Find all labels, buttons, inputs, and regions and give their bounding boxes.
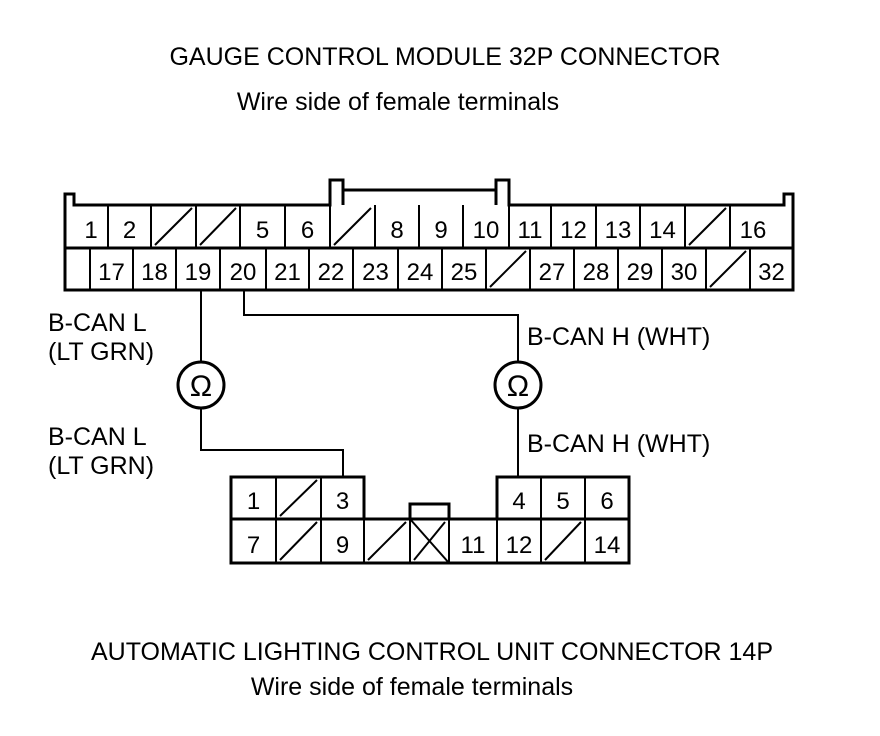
terminal-number: 27 xyxy=(539,259,566,286)
terminal-number: 2 xyxy=(123,217,136,244)
terminal-number: 23 xyxy=(362,259,389,286)
ohmmeter-right-circle xyxy=(493,360,543,410)
terminal-number: 17 xyxy=(98,259,125,286)
empty-cavity-slash xyxy=(489,250,527,288)
bottom-connector-subtitle: Wire side of female terminals xyxy=(251,673,573,701)
wire-label-b-can-h-bottom: B-CAN H (WHT) xyxy=(527,430,710,458)
empty-cavity-slash xyxy=(333,207,372,246)
top-connector-row2: 17 18 19 20 21 22 23 24 25 27 28 29 30 32 xyxy=(89,248,785,290)
empty-cavity-slash xyxy=(279,521,318,561)
wire-b-can-h-upper xyxy=(243,290,519,362)
terminal-number: 22 xyxy=(318,259,345,286)
terminal-number: 28 xyxy=(583,259,610,286)
ohmmeter-left-circle xyxy=(176,360,226,410)
terminal-number: 14 xyxy=(649,217,676,244)
wire-label-b-can-l-bottom-line1: B-CAN L xyxy=(48,423,147,451)
terminal-number: 6 xyxy=(600,488,613,515)
terminal-number: 30 xyxy=(671,259,698,286)
empty-cavity-slash xyxy=(367,521,407,561)
terminal-number: 21 xyxy=(274,259,301,286)
top-connector-subtitle: Wire side of female terminals xyxy=(237,88,559,116)
terminal-number: 29 xyxy=(627,259,654,286)
empty-cavity-slash xyxy=(544,521,582,561)
wire-label-b-can-l-bottom-line2: (LT GRN) xyxy=(48,452,154,480)
empty-cavity-slash xyxy=(709,250,747,288)
terminal-number: 3 xyxy=(336,488,349,515)
terminal-number: 25 xyxy=(451,259,478,286)
terminal-number: 19 xyxy=(185,259,212,286)
terminal-number: 12 xyxy=(560,217,587,244)
empty-cavity-slash xyxy=(154,207,193,246)
terminal-number: 5 xyxy=(256,217,269,244)
terminal-number: 9 xyxy=(336,532,349,559)
terminal-number: 4 xyxy=(512,488,525,515)
terminal-number: 1 xyxy=(247,488,260,515)
wire-label-b-can-l-top-line1: B-CAN L xyxy=(48,309,147,337)
terminal-number: 32 xyxy=(758,259,785,286)
bottom-connector-title: AUTOMATIC LIGHTING CONTROL UNIT CONNECTO… xyxy=(91,638,773,666)
terminal-number: 24 xyxy=(407,259,434,286)
empty-cavity-slash xyxy=(199,207,237,246)
terminal-number: 10 xyxy=(473,217,500,244)
terminal-number: 6 xyxy=(301,217,314,244)
terminal-number: 14 xyxy=(594,532,621,559)
ohm-icon: Ω xyxy=(190,370,212,403)
wire-label-b-can-h-top: B-CAN H (WHT) xyxy=(527,323,710,351)
terminal-number: 20 xyxy=(230,259,257,286)
terminal-number: 18 xyxy=(141,259,168,286)
automatic-lighting-control-unit-connector: 1 3 7 9 11 4 5 6 12 14 xyxy=(229,475,631,565)
terminal-number: 11 xyxy=(461,532,486,559)
ohmmeter-left: Ω xyxy=(176,360,226,410)
terminal-number: 7 xyxy=(247,532,260,559)
wire-b-can-l-lower xyxy=(200,408,344,477)
terminal-number: 11 xyxy=(518,217,543,244)
bottom-connector-cells: 1 3 7 9 11 4 5 6 12 14 xyxy=(247,477,621,563)
empty-cavity-slash xyxy=(279,479,318,517)
terminal-number: 5 xyxy=(556,488,569,515)
ohmmeter-right: Ω xyxy=(493,360,543,410)
top-connector-title: GAUGE CONTROL MODULE 32P CONNECTOR xyxy=(169,43,720,71)
terminal-number: 13 xyxy=(605,217,632,244)
empty-cavity-slash xyxy=(688,207,727,246)
terminal-number: 8 xyxy=(390,217,403,244)
terminal-number: 16 xyxy=(740,217,767,244)
wires xyxy=(200,290,519,477)
terminal-number: 9 xyxy=(434,217,447,244)
wire-label-b-can-l-top-line2: (LT GRN) xyxy=(48,338,154,366)
terminal-number: 1 xyxy=(84,217,97,244)
terminal-number: 12 xyxy=(506,532,533,559)
empty-cavity-slash xyxy=(413,521,446,561)
ohm-icon: Ω xyxy=(507,370,529,403)
bottom-connector-housing xyxy=(229,475,631,565)
